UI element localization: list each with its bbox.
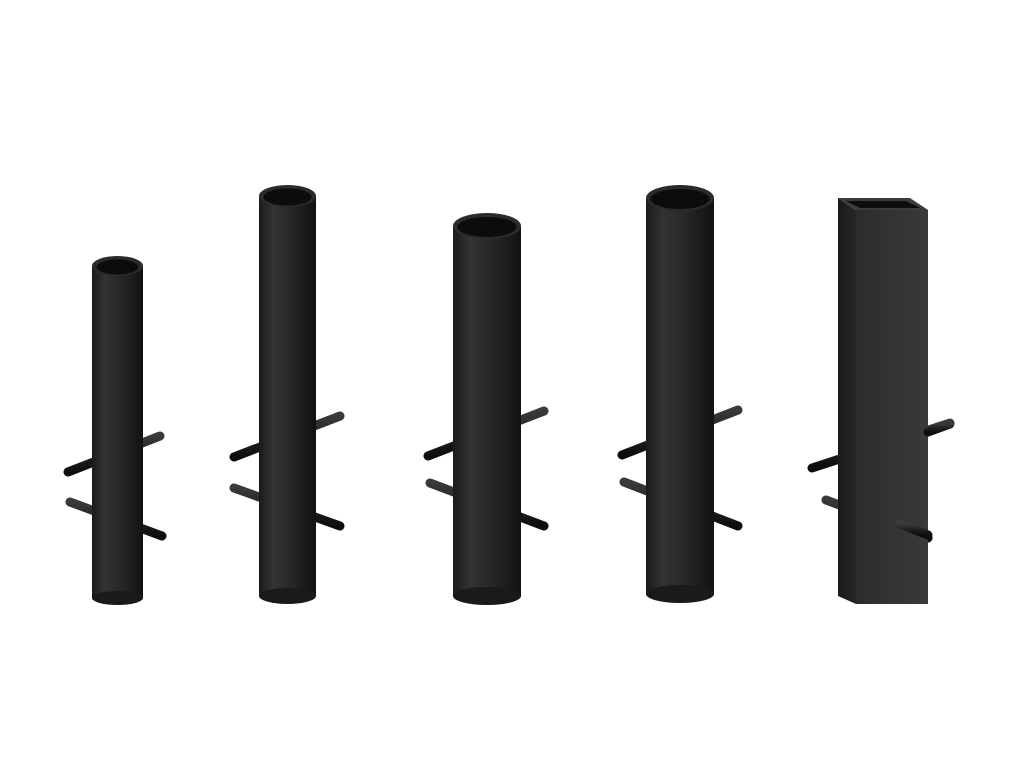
round-post-small	[63, 256, 167, 605]
round-post-large	[617, 185, 743, 603]
round-post-medium	[423, 213, 549, 605]
square-post	[807, 198, 955, 604]
round-post-tall	[229, 185, 345, 604]
